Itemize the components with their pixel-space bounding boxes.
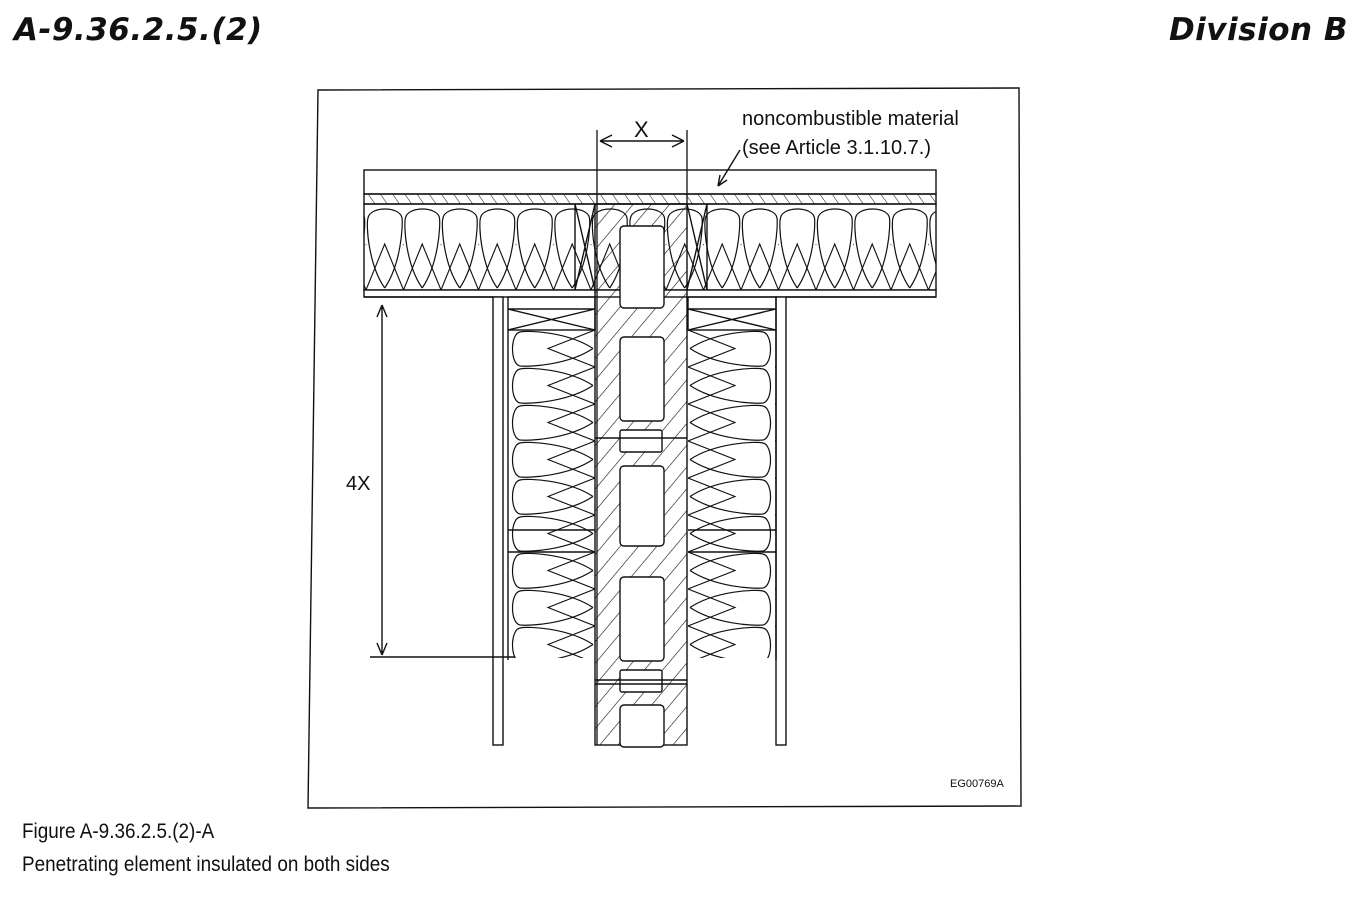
left-wall-insulation — [508, 330, 595, 658]
figure-title: Penetrating element insulated on both si… — [22, 853, 390, 876]
right-wall-insulation — [688, 330, 776, 658]
roof-deck — [363, 169, 937, 195]
right-wall-blocking — [687, 296, 777, 331]
callout-leader — [717, 149, 741, 187]
section-reference: A-9.36.2.5.(2) — [14, 12, 263, 48]
drawing-code: EG00769A — [950, 778, 1004, 790]
callout-text-line2: (see Article 3.1.10.7.) — [742, 137, 931, 159]
left-wall-blocking — [507, 296, 596, 331]
element-cores — [619, 225, 665, 748]
right-wall-board — [775, 296, 787, 746]
division-label: Division B — [1168, 12, 1348, 48]
dimension-4x-arrow — [370, 304, 515, 658]
dimension-x-arrow — [599, 134, 685, 148]
dimension-4x-label: 4X — [346, 473, 370, 495]
roof-blocking — [574, 203, 708, 291]
callout-text-line1: noncombustible material — [742, 108, 959, 130]
noncombustible-layer — [363, 193, 937, 205]
dimension-x-label: X — [634, 117, 649, 142]
figure-number: Figure A-9.36.2.5.(2)-A — [22, 820, 215, 843]
figure-frame — [307, 87, 1022, 809]
left-wall-board — [492, 296, 504, 746]
